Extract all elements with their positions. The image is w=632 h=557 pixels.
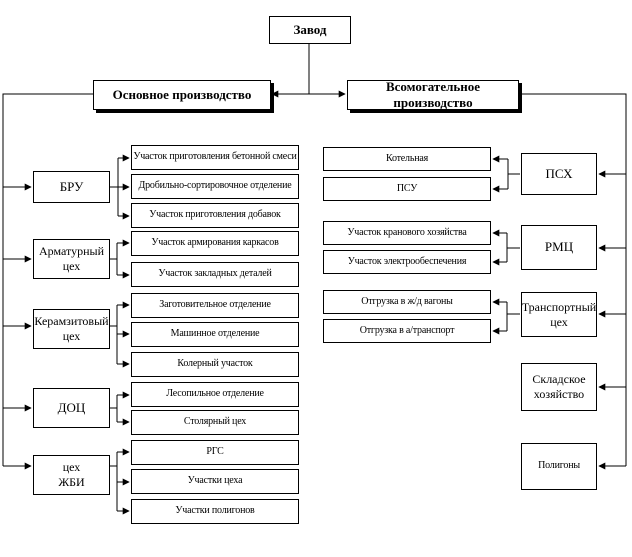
node-armatur-unit-1: Участок армирования каркасов [131,231,299,256]
node-root-label: Завод [293,21,327,37]
node-dept-poligony: Полигоны [521,443,597,490]
node-armatur-unit-2-label: Участок закладных деталей [158,268,272,280]
node-dept-doc-label: ДОЦ [57,399,86,415]
node-rmc-unit-1-label: Участок кранового хозяйства [347,226,467,238]
connector-main-spine [2,93,93,466]
node-bru-unit-2: Дробильно-сортировочное отделение [131,174,299,199]
node-dept-psh-label: ПСХ [545,165,573,181]
node-transport-unit-1-label: Отгрузка в ж/д вагоны [361,295,453,307]
node-keramzit-unit-2-label: Машинное отделение [170,328,260,340]
node-zhbi-unit-2: Участки цеха [131,469,299,494]
node-psh-unit-2-label: ПСУ [396,182,418,194]
node-rmc-unit-2-label: Участок электрообеспечения [347,255,467,267]
node-dept-zhbi: цех ЖБИ [33,455,110,495]
node-rmc-unit-2: Участок электрообеспечения [323,250,491,274]
node-main-production-label: Основное производство [112,86,252,102]
connector-aux-spine [519,93,627,466]
node-doc-unit-1-label: Лесопильное отделение [166,388,264,400]
node-dept-doc: ДОЦ [33,388,110,428]
node-psh-unit-1-label: Котельная [386,152,428,164]
node-dept-sklad: Складское хозяйство [521,363,597,411]
node-dept-transport-label: Транспортный цех [521,299,597,329]
node-dept-poligony-label: Полигоны [538,460,580,472]
node-doc-unit-2-label: Столярный цех [183,416,247,428]
node-zhbi-unit-1-label: РГС [206,446,224,458]
node-dept-keramzit: Керамзитовый цех [33,309,110,349]
node-doc-unit-1: Лесопильное отделение [131,382,299,407]
node-dept-bru: БРУ [33,171,110,203]
node-dept-armatur: Арматурный цех [33,239,110,279]
node-dept-armatur-label: Арматурный цех [38,244,104,273]
node-aux-production: Всомогательное производство [347,78,519,110]
node-zhbi-unit-3: Участки полигонов [131,499,299,524]
node-dept-zhbi-label: цех ЖБИ [58,460,85,489]
node-aux-production-label: Всомогательное производство [385,78,481,110]
node-bru-unit-2-label: Дробильно-сортировочное отделение [138,180,292,192]
node-psh-unit-2: ПСУ [323,177,491,201]
node-rmc-unit-1: Участок кранового хозяйства [323,221,491,245]
node-dept-rmc-label: РМЦ [544,239,574,255]
node-keramzit-unit-3: Колерный участок [131,352,299,377]
node-transport-unit-2: Отгрузка в а/транспорт [323,319,491,343]
node-armatur-unit-1-label: Участок армирования каркасов [151,237,279,249]
node-zhbi-unit-1: РГС [131,440,299,465]
node-doc-unit-2: Столярный цех [131,410,299,435]
node-root: Завод [269,16,351,44]
node-main-production: Основное производство [93,80,271,110]
node-zhbi-unit-2-label: Участки цеха [187,475,243,487]
node-bru-unit-1: Участок приготовления бетонной смеси [131,145,299,170]
node-transport-unit-1: Отгрузка в ж/д вагоны [323,290,491,314]
node-psh-unit-1: Котельная [323,147,491,171]
node-bru-unit-1-label: Участок приготовления бетонной смеси [133,151,297,163]
node-keramzit-unit-2: Машинное отделение [131,322,299,347]
node-dept-keramzit-label: Керамзитовый цех [34,314,109,343]
node-bru-unit-3: Участок приготовления добавок [131,203,299,228]
node-zhbi-unit-3-label: Участки полигонов [175,505,255,517]
node-dept-psh: ПСХ [521,153,597,195]
node-transport-unit-2-label: Отгрузка в а/транспорт [359,324,455,336]
node-keramzit-unit-3-label: Колерный участок [177,358,253,370]
node-keramzit-unit-1: Заготовительное отделение [131,293,299,318]
node-armatur-unit-2: Участок закладных деталей [131,262,299,287]
node-bru-unit-3-label: Участок приготовления добавок [149,209,281,221]
node-dept-rmc: РМЦ [521,225,597,270]
node-keramzit-unit-1-label: Заготовительное отделение [159,299,271,311]
node-dept-sklad-label: Складское хозяйство [532,372,586,401]
node-dept-bru-label: БРУ [59,178,84,194]
node-dept-transport: Транспортный цех [521,292,597,337]
